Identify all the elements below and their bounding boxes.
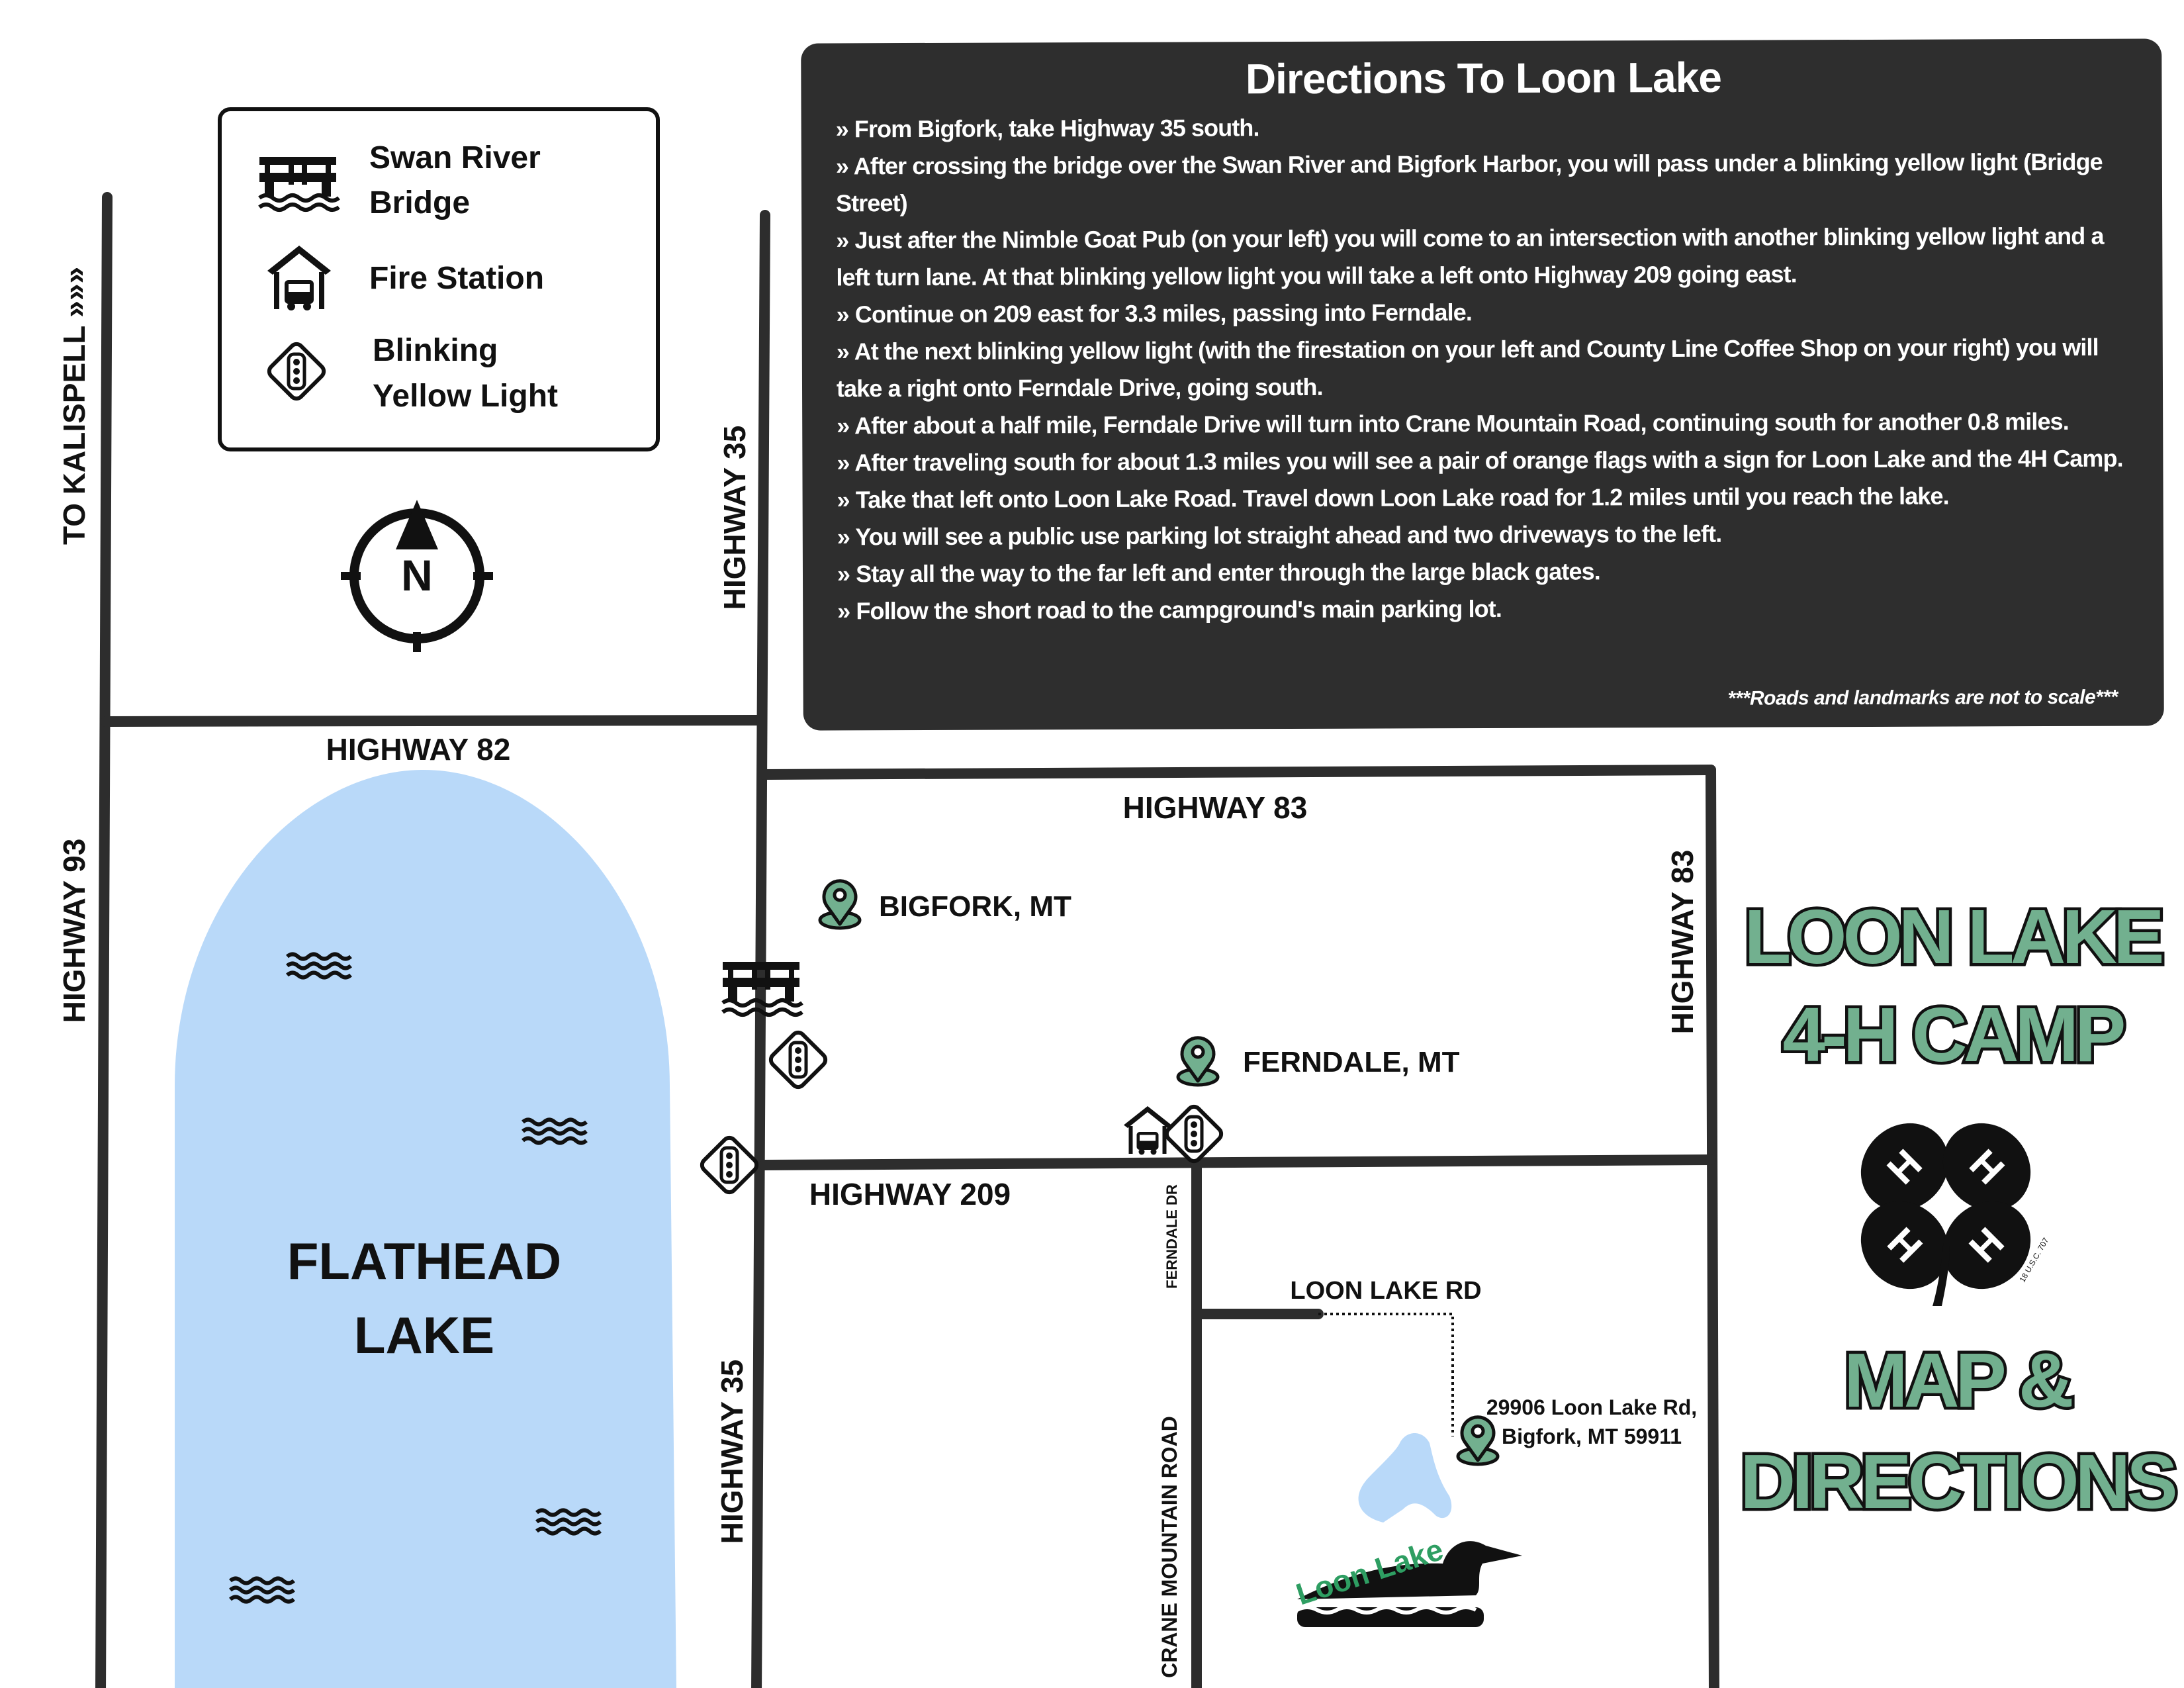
label-highway-35-north: HIGHWAY 35 (717, 426, 752, 610)
direction-step: » Continue on 209 east for 3.3 miles, pa… (836, 299, 1472, 328)
title-line3: MAP & (1844, 1337, 2072, 1423)
camp-driveway-dotted (1318, 1313, 1454, 1436)
compass-north-label: N (401, 551, 433, 600)
label-bigfork: BIGFORK, MT (879, 890, 1071, 923)
road-highway-82 (101, 715, 766, 727)
loon-lake-water (1358, 1433, 1452, 1523)
legend-light-line1: Blinking (373, 333, 498, 368)
label-to-kalispell: TO KALISPELL »»» (57, 267, 91, 545)
label-loon-lake-rd: LOON LAKE RD (1290, 1277, 1481, 1305)
scale-disclaimer: ***Roads and landmarks are not to scale*… (1727, 686, 2118, 710)
compass-icon: N (341, 500, 493, 652)
label-highway-209: HIGHWAY 209 (809, 1177, 1011, 1211)
legend-bridge-line2: Bridge (369, 185, 470, 220)
label-crane-mountain-road: CRANE MOUNTAIN ROAD (1158, 1416, 1181, 1678)
legend-bridge-line1: Swan River (369, 140, 541, 175)
direction-step: » Take that left onto Loon Lake Road. Tr… (837, 482, 1949, 514)
title-line2: 4-H CAMP (1783, 992, 2124, 1078)
address-line1: 29906 Loon Lake Rd, (1486, 1395, 1697, 1419)
legend-fire-label: Fire Station (369, 261, 544, 296)
road-highway-209 (759, 1154, 1716, 1170)
loon-lake-logo: Loon Lake (1292, 1532, 1522, 1627)
direction-step: » After crossing the bridge over the Swa… (835, 148, 2103, 217)
label-highway-83-horizontal: HIGHWAY 83 (1123, 790, 1308, 825)
direction-step: » At the next blinking yellow light (wit… (836, 333, 2099, 402)
direction-step: » After about a half mile, Ferndale Driv… (837, 407, 2069, 440)
label-ferndale: FERNDALE, MT (1243, 1046, 1460, 1078)
label-highway-82: HIGHWAY 82 (326, 732, 511, 767)
label-highway-93: HIGHWAY 93 (57, 839, 91, 1023)
water-waves-icon (537, 1511, 600, 1534)
road-highway-83-vertical (1706, 765, 1719, 1688)
water-waves-icon (523, 1120, 586, 1143)
title-line1: LOON LAKE (1744, 894, 2161, 980)
loon-lake-logo-text: Loon Lake (1292, 1532, 1447, 1612)
direction-step: » You will see a public use parking lot … (837, 520, 1722, 551)
water-waves-icon (287, 955, 351, 978)
water-waves-icon (230, 1579, 294, 1602)
directions-panel: Directions To Loon Lake » From Bigfork, … (801, 38, 2164, 731)
legend-light-line2: Yellow Light (373, 379, 558, 414)
4h-clover-logo: H H H H 18 U.S.C. 707 (1860, 1123, 2050, 1306)
road-highway-93 (95, 192, 113, 1688)
bigfork-pin-icon (820, 881, 860, 928)
road-highway-35 (751, 210, 770, 1688)
title-line4: DIRECTIONS (1740, 1438, 2175, 1524)
hwy209-light-icon (700, 1135, 760, 1196)
direction-step: » Stay all the way to the far left and e… (837, 557, 1600, 588)
camp-pin-icon (1458, 1417, 1498, 1464)
fire-station-map-icon (1124, 1106, 1171, 1155)
label-highway-35-south: HIGHWAY 35 (715, 1360, 749, 1544)
direction-step: » From Bigfork, take Highway 35 south. (835, 114, 1259, 143)
address-line2: Bigfork, MT 59911 (1502, 1425, 1682, 1448)
direction-step: » Follow the short road to the campgroun… (837, 594, 1502, 625)
bridge-street-light-icon (768, 1030, 829, 1090)
label-ferndale-dr: FERNDALE DR (1163, 1184, 1180, 1289)
label-flathead-line1: FLATHEAD (287, 1232, 562, 1290)
label-flathead-line2: LAKE (354, 1306, 494, 1364)
ferndale-pin-icon (1178, 1038, 1218, 1085)
road-highway-83-horizontal (759, 765, 1716, 780)
flathead-lake (175, 770, 676, 1688)
directions-title: Directions To Loon Lake (1245, 53, 1722, 103)
direction-step: » After traveling south for about 1.3 mi… (837, 444, 2123, 477)
direction-step: » Just after the Nimble Goat Pub (on you… (836, 222, 2104, 291)
label-highway-83-vertical: HIGHWAY 83 (1665, 850, 1700, 1035)
ferndale-light-icon (1164, 1104, 1224, 1164)
